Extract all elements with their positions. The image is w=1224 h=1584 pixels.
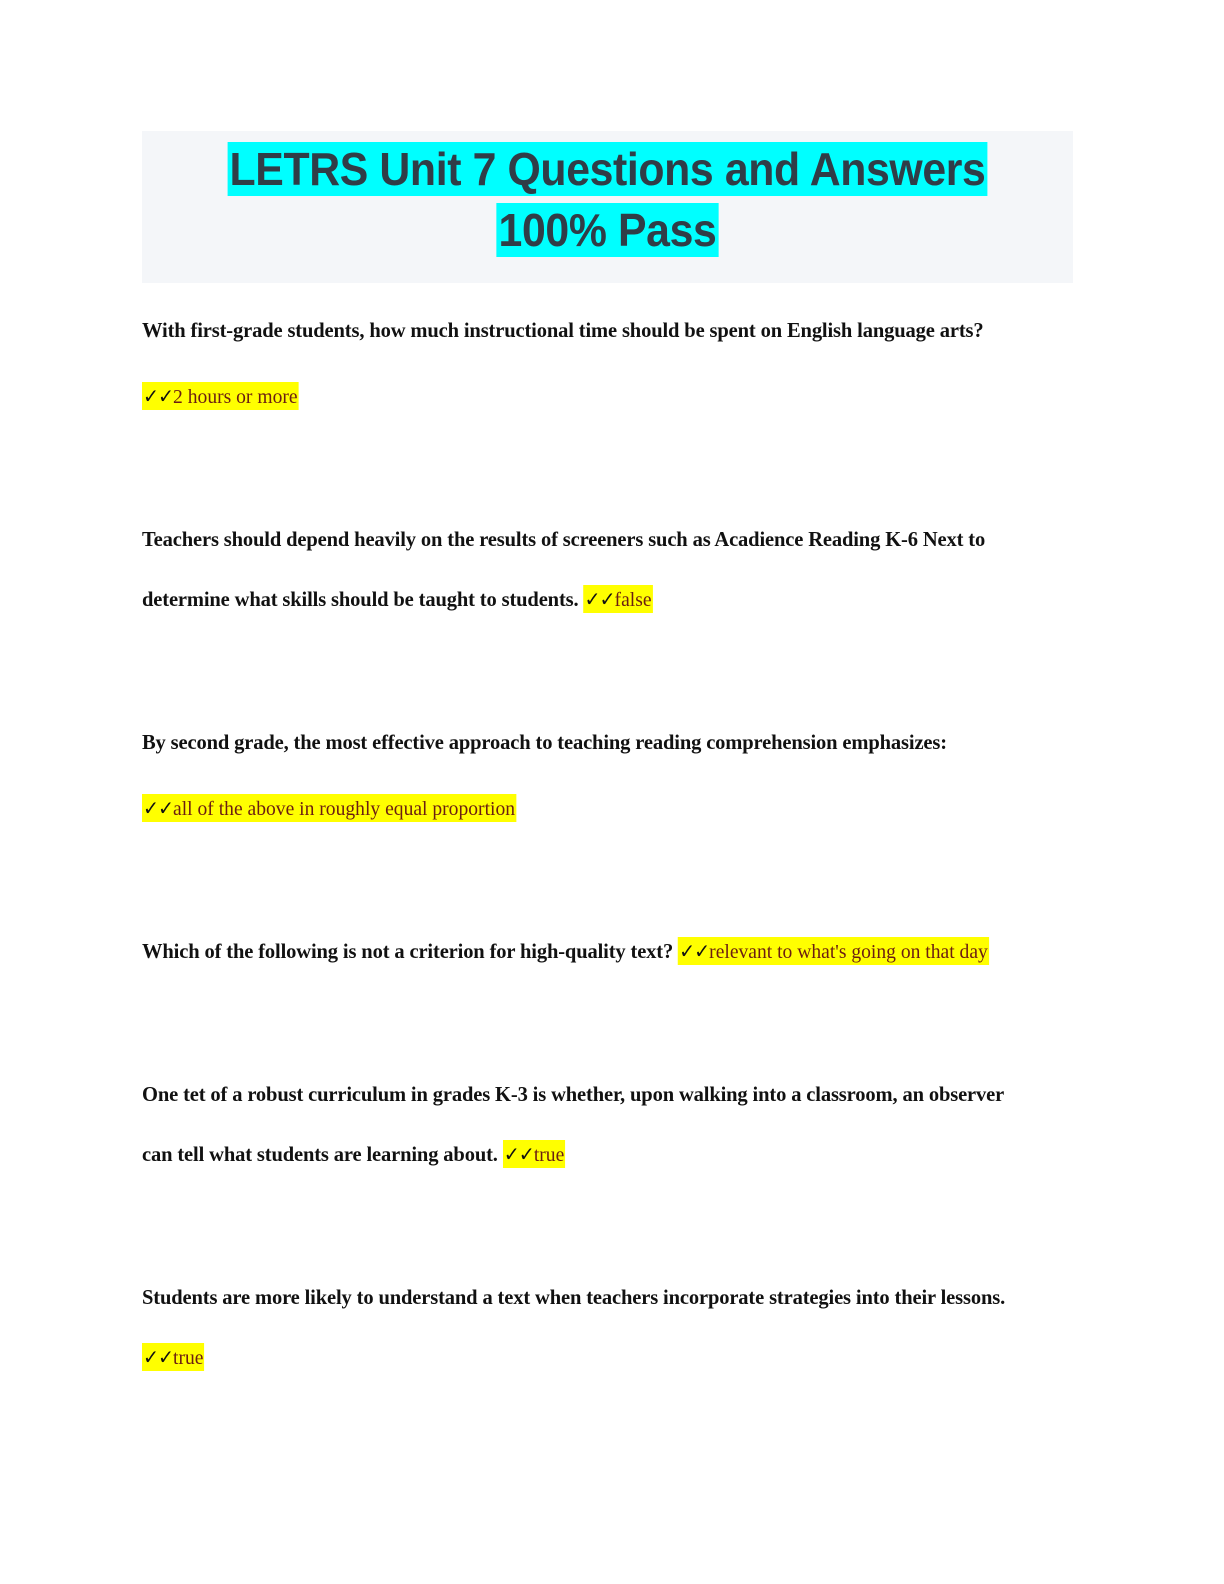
check-icon: ✓✓ — [142, 384, 174, 408]
answer-highlight: ✓✓false — [583, 585, 653, 613]
answer-text: all of the above in roughly equal propor… — [173, 798, 516, 820]
question-text: Students are more likely to understand a… — [142, 1285, 1006, 1309]
question-text: Which of the following is not a criterio… — [142, 939, 674, 963]
title-line-2: 100% Pass — [496, 203, 719, 258]
question-text: With first-grade students, how much inst… — [142, 318, 984, 342]
check-icon: ✓✓ — [584, 587, 615, 611]
title-line-1: LETRS Unit 7 Questions and Answers — [227, 142, 988, 196]
question-row: One tet of a robust curriculum in grades… — [142, 1064, 1032, 1185]
answer-highlight: ✓✓true — [502, 1140, 566, 1168]
check-icon: ✓✓ — [679, 939, 710, 963]
answer-text: 2 hours or more — [173, 386, 298, 408]
answer-text: relevant to what's going on that day — [709, 941, 988, 963]
check-icon: ✓✓ — [503, 1142, 535, 1166]
check-icon: ✓✓ — [142, 1345, 174, 1369]
question-text: By second grade, the most effective appr… — [142, 730, 947, 754]
answer-row: ✓✓2 hours or more — [142, 360, 1032, 427]
answer-highlight: ✓✓all of the above in roughly equal prop… — [142, 794, 516, 822]
question-row: Teachers should depend heavily on the re… — [142, 509, 1032, 630]
page-title: LETRS Unit 7 Questions and Answers 100% … — [175, 139, 1041, 261]
qa-item: One tet of a robust curriculum in grades… — [142, 1064, 1074, 1185]
answer-row: ✓✓all of the above in roughly equal prop… — [142, 772, 1032, 839]
document-header: LETRS Unit 7 Questions and Answers 100% … — [142, 131, 1073, 284]
question-row: Students are more likely to understand a… — [142, 1267, 1032, 1388]
answer-text: true — [533, 1144, 565, 1166]
answer-text: false — [614, 589, 652, 611]
answer-highlight: ✓✓relevant to what's going on that day — [678, 937, 989, 965]
qa-item: With first-grade students, how much inst… — [142, 300, 1074, 427]
question-row: Which of the following is not a criterio… — [142, 921, 1032, 982]
answer-highlight: ✓✓2 hours or more — [142, 382, 299, 410]
answer-text: true — [173, 1347, 204, 1369]
answer-highlight: ✓✓true — [142, 1343, 205, 1371]
qa-item: By second grade, the most effective appr… — [142, 712, 1074, 839]
question-text: One tet of a robust curriculum in grades… — [142, 1082, 1004, 1166]
check-icon: ✓✓ — [142, 796, 174, 820]
qa-item: Students are more likely to understand a… — [142, 1267, 1074, 1388]
qa-item: Which of the following is not a criterio… — [142, 921, 1074, 982]
qa-list: With first-grade students, how much inst… — [142, 300, 1074, 1388]
question-text: Teachers should depend heavily on the re… — [142, 527, 986, 611]
qa-item: Teachers should depend heavily on the re… — [142, 509, 1074, 630]
